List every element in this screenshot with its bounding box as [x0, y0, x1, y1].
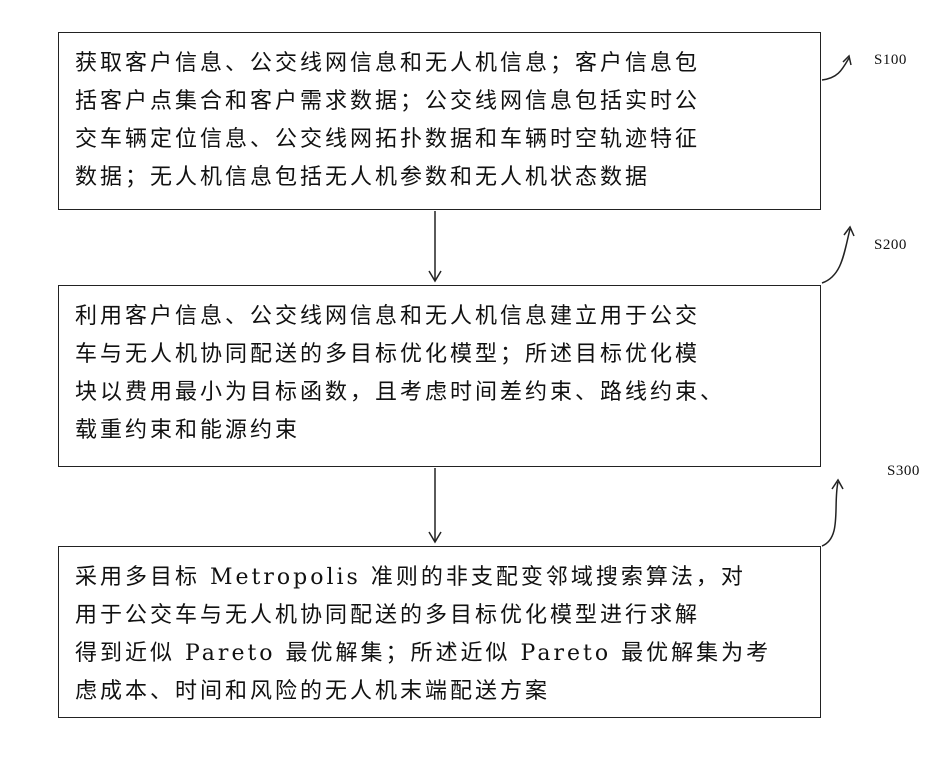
step-box-s300: 采用多目标 Metropolis 准则的非支配变邻域搜索算法，对 用于公交车与无… [58, 546, 821, 718]
flow-arrow-s200-s300 [429, 468, 441, 542]
step-box-s100: 获取客户信息、公交线网信息和无人机信息；客户信息包 括客户点集合和客户需求数据；… [58, 32, 821, 210]
flow-arrow-s100-s200 [429, 211, 441, 281]
leader-curve-s200 [822, 227, 854, 283]
step-label-s300: S300 [887, 463, 920, 480]
step-text-s100: 获取客户信息、公交线网信息和无人机信息；客户信息包 括客户点集合和客户需求数据；… [75, 45, 804, 197]
step-box-s200: 利用客户信息、公交线网信息和无人机信息建立用于公交 车与无人机协同配送的多目标优… [58, 285, 821, 467]
step-label-s100: S100 [874, 52, 907, 69]
step-label-s200: S200 [874, 237, 907, 254]
step-text-s300: 采用多目标 Metropolis 准则的非支配变邻域搜索算法，对 用于公交车与无… [75, 559, 804, 711]
step-text-s200: 利用客户信息、公交线网信息和无人机信息建立用于公交 车与无人机协同配送的多目标优… [75, 298, 804, 450]
leader-curve-s100 [822, 56, 851, 80]
leader-curve-s300 [822, 480, 843, 546]
